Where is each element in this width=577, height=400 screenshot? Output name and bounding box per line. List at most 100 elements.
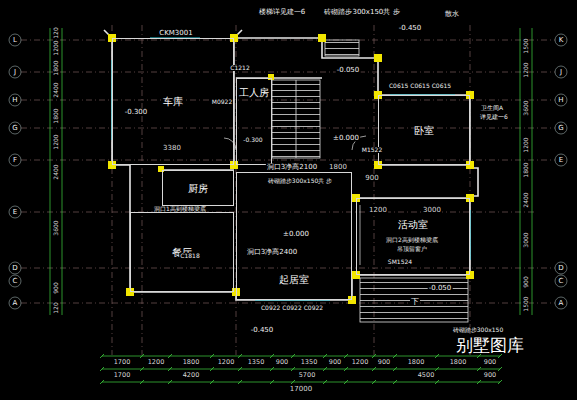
axis-label: J [13,69,17,76]
dimension: 1800 [53,59,59,76]
annotation: C1818 [179,253,200,259]
room: 卧室 [378,95,470,165]
annotation: 散水 [444,11,460,18]
room: 餐厅 [130,212,234,292]
dimension: 2400 [53,81,59,98]
dimension: 1700 [113,359,132,366]
annotation: 楼梯详见建一6 [258,9,306,16]
annotation: -0.450 [250,327,275,334]
axis-label: K [558,37,565,44]
axis-label: H [11,97,18,104]
dimension: 120 [53,301,59,314]
dimension: 1800 [328,164,348,171]
dimension: 900 [364,175,379,182]
annotation: -0.450 [398,25,423,32]
annotation: 砖砌踏步300x150 [452,327,504,333]
axis-label: 120 [53,26,59,39]
annotation: CKM3001 [158,30,193,37]
dimension: 4500 [417,372,436,379]
annotation: ±0.000 [282,231,310,238]
dimension: 1800 [53,107,59,124]
room-name: 车库 [163,96,183,107]
annotation: 洞口3净高2400 [246,249,298,256]
dimension: 1200 [523,136,529,153]
dimension: 900 [523,275,529,288]
dimension: 2400 [53,163,59,180]
watermark: L [12,37,18,44]
dimension: 1200 [53,133,59,150]
room-name: 活动室 [398,219,428,230]
annotation: 砖砌踏步300x150共 步 [267,178,333,184]
dimension: 900 [483,359,497,366]
dimension: 3380 [162,145,182,152]
dimension: 1800 [523,161,529,178]
dimension: 17000 [289,386,313,393]
annotation: M0922 [211,99,233,105]
room-name: 工人房 [239,87,269,98]
dimension: 1200 [217,359,236,366]
dimension: 1500 [523,295,529,312]
dimension: 4200 [182,372,201,379]
axis-label: G [557,125,564,132]
dimension: 900 [275,359,289,366]
dimension: 1350 [300,359,319,366]
annotation: C1212 [229,65,250,71]
annotation: 砖砌踏步300x150共 步 [323,9,400,16]
annotation: -0.300 [242,137,263,143]
axis-label: A [12,300,19,307]
room-name: 卧室 [414,125,434,136]
axis-label: C [12,278,19,285]
room-name: 起居室 [279,274,309,285]
dimension: 900 [53,281,59,294]
dimension: 1200 [147,359,166,366]
annotation: 下 [410,298,420,306]
dimension: 3000 [523,231,529,248]
dimension: 1200 [53,39,59,56]
dimension: 1200 [351,359,370,366]
annotation: C0615 C0615 C0615 [388,83,452,89]
axis-label: E [12,209,18,216]
dimension: 5700 [298,372,317,379]
axis-label: G [11,125,18,132]
annotation: -0.050 [336,67,361,74]
annotation: 洞口1高到楼梯梁底 [153,206,207,212]
annotation: 别墅图库 [455,337,525,354]
dimension: 1200 [368,207,388,214]
dimension: 3000 [422,207,442,214]
room: 厨房 [162,170,234,206]
axis-label: E [558,157,564,164]
dimension: 1700 [113,372,132,379]
axis-label: C [558,278,565,285]
axis-label: H [557,97,564,104]
annotation: C0922 C0922 C0922 [260,305,324,311]
annotation: -0.300 [124,109,149,116]
dimension: 3600 [53,219,59,236]
dimension: 1500 [523,37,529,54]
dimension: 1200 [523,61,529,78]
dimension: 1800 [182,359,201,366]
dimension: 1800 [407,359,426,366]
axis-label: J [559,69,563,76]
annotation: 洞口3净高2100 [266,164,318,171]
dimension: 900 [328,359,342,366]
annotation: 洞口2高到楼梯梁底 [385,237,439,243]
annotation: -0.050 [428,285,453,292]
dimension: 3600 [523,99,529,116]
dimension: 1800 [449,359,468,366]
annotation: ±0.000 [332,135,360,142]
room: 工人房 [236,78,272,165]
room-name: 厨房 [188,183,208,194]
axis-label: D [557,265,564,272]
axis-label: F [12,157,18,164]
annotation: 吊顶留窗户 [396,246,428,252]
annotation: 详见建一6 [479,114,509,120]
annotation: 卫生间A [480,105,504,111]
axis-label: D [11,265,18,272]
annotation: SM1524 [387,259,413,265]
annotation: M1522 [361,147,383,153]
dimension: 900 [483,372,497,379]
dimension: 900 [377,359,391,366]
dimension: 1350 [247,359,266,366]
dimension: 2400 [523,191,529,208]
axis-label: A [558,300,565,307]
